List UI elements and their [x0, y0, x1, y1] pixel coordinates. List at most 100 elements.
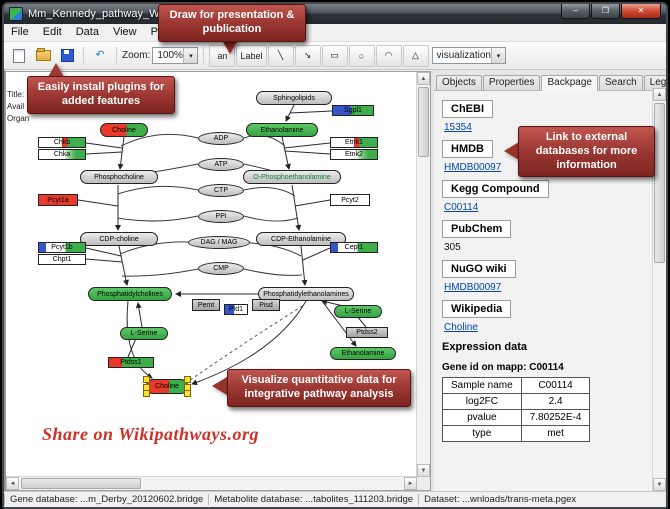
expression-table-cell: log2FC: [442, 393, 522, 410]
menu-view[interactable]: View: [112, 26, 137, 38]
toolbar-connector-tool[interactable]: ↘: [294, 44, 321, 67]
pathway-node-cept1[interactable]: Cept1: [330, 242, 378, 253]
tab-legend[interactable]: Legend: [643, 75, 666, 90]
maximize-button[interactable]: ❐: [591, 4, 620, 19]
backpage-value-wikipedia[interactable]: Choline: [444, 322, 478, 333]
tab-properties[interactable]: Properties: [482, 75, 541, 90]
pathway-node-ptdss1[interactable]: Ptdss1: [108, 357, 154, 368]
pathway-node-pemt[interactable]: Pemt: [192, 299, 220, 311]
pathway-node-pcyt1a[interactable]: Pcyt1a: [38, 194, 78, 206]
open-folder-icon: [35, 48, 51, 61]
pathway-node-ethanolamine[interactable]: Ethanolamine: [330, 347, 396, 360]
minimize-button[interactable]: –: [561, 4, 590, 19]
scroll-up-icon[interactable]: ▲: [653, 88, 666, 101]
pathway-node-adp[interactable]: ADP: [198, 132, 244, 145]
pathway-node-sgpl1[interactable]: Sgpl1: [332, 105, 374, 116]
scrollbar-thumb[interactable]: [654, 103, 665, 263]
new-file-icon: [13, 48, 25, 63]
scrollbar-thumb[interactable]: [418, 87, 429, 157]
menu-file[interactable]: File: [11, 26, 29, 38]
title-bar[interactable]: Mm_Kennedy_pathway_WP1771_45176.gpml – ❐…: [4, 4, 666, 24]
pathway-node-phosphatidylcholines[interactable]: Phosphatidylcholines: [88, 287, 172, 301]
scroll-up-icon[interactable]: ▲: [417, 72, 430, 85]
chevron-down-icon[interactable]: ▾: [183, 48, 198, 63]
zoom-combobox[interactable]: 100% ▾: [152, 47, 199, 64]
chevron-down-icon[interactable]: ▾: [491, 48, 505, 63]
tab-search[interactable]: Search: [598, 75, 643, 90]
pathway-title-label: Title:: [7, 90, 25, 99]
pathway-node-ctp[interactable]: CTP: [198, 184, 244, 197]
pathway-node-pld1[interactable]: Pld1: [224, 304, 248, 315]
selection-handle[interactable]: [143, 376, 150, 383]
callout-arrow-left: [212, 377, 227, 395]
pathway-node-l-serine[interactable]: L-Serine: [120, 327, 168, 340]
pathway-node-ptdss2[interactable]: Ptdss2: [346, 327, 388, 338]
scroll-right-icon[interactable]: ►: [404, 477, 417, 490]
callout-link: Link to external databases for more info…: [518, 126, 655, 178]
pathway-node-choline[interactable]: Choline: [143, 376, 191, 397]
pathway-node-etnk1[interactable]: Etnk1: [330, 137, 378, 148]
menu-data[interactable]: Data: [75, 26, 99, 38]
open-file-button[interactable]: [32, 45, 54, 67]
pathway-node-cdp-ethanolamine[interactable]: CDP-Ethanolamine: [256, 232, 346, 246]
panel-splitter[interactable]: [431, 70, 434, 491]
visualization-value: visualization: [436, 50, 491, 61]
scroll-down-icon[interactable]: ▼: [653, 478, 666, 491]
pathway-node-pcyt2[interactable]: Pcyt2: [330, 194, 370, 206]
pathway-node-cmp[interactable]: CMP: [198, 262, 244, 275]
pathway-node-phosphatidylethanolamines[interactable]: Phosphatidylethanolamines: [258, 287, 354, 301]
pathway-node-chka[interactable]: Chka: [38, 149, 86, 160]
scroll-down-icon[interactable]: ▼: [417, 464, 430, 477]
backpage-header-nugo-wiki: NuGO wiki: [442, 260, 516, 278]
scrollbar-thumb[interactable]: [21, 478, 141, 489]
canvas-horizontal-scrollbar[interactable]: ◄ ►: [6, 476, 417, 490]
app-icon: [9, 7, 23, 21]
backpage-value-nugo-wiki[interactable]: HMDB00097: [444, 282, 502, 293]
backpage-value-kegg-compound[interactable]: C00114: [444, 202, 479, 213]
pathway-node-atp[interactable]: ATP: [198, 158, 244, 171]
pathway-node-dag-mag[interactable]: DAG / MAG: [188, 236, 250, 249]
selection-handle[interactable]: [184, 390, 191, 397]
toolbar-triangle-tool[interactable]: △: [402, 44, 429, 67]
toolbar-line-tool[interactable]: ╲: [267, 44, 294, 67]
toolbar-rectangle-tool[interactable]: ▭: [321, 44, 348, 67]
backpage-header-wikipedia: Wikipedia: [442, 300, 512, 318]
pathway-node-o-phosphoethanolamine[interactable]: O-Phosphoethanolamine: [243, 170, 341, 184]
save-button[interactable]: [56, 45, 78, 67]
pathway-node-l-serine[interactable]: L-Serine: [334, 305, 382, 318]
backpage-value-chebi[interactable]: 15354: [444, 122, 472, 133]
new-file-button[interactable]: [8, 45, 30, 67]
pathway-node-phosphocholine[interactable]: Phosphocholine: [80, 170, 158, 184]
pathway-node-chpt1[interactable]: Chpt1: [38, 254, 86, 265]
sidebar-scrollbar[interactable]: ▲ ▼: [652, 88, 666, 491]
selection-handle[interactable]: [184, 376, 191, 383]
backpage-value-pubchem: 305: [444, 242, 461, 253]
pathway-node-pisd[interactable]: Pisd: [252, 299, 280, 311]
pathway-node-chkb[interactable]: Chkb: [38, 137, 86, 148]
undo-button[interactable]: ↶: [89, 45, 111, 67]
selection-handle[interactable]: [143, 390, 150, 397]
pathway-node-ethanolamine[interactable]: Ethanolamine: [246, 123, 318, 137]
menu-edit[interactable]: Edit: [42, 26, 62, 38]
visualization-combobox[interactable]: visualization ▾: [431, 47, 506, 64]
pathway-node-pcyt1b[interactable]: Pcyt1b: [38, 242, 86, 253]
toolbar-label-tool[interactable]: Label: [236, 44, 267, 67]
pathway-node-cdp-choline[interactable]: CDP-choline: [80, 232, 158, 246]
tab-objects[interactable]: Objects: [436, 75, 482, 90]
pathway-node-etnk2[interactable]: Etnk2: [330, 149, 378, 160]
scroll-left-icon[interactable]: ◄: [6, 477, 19, 490]
close-button[interactable]: ✕: [621, 4, 661, 19]
pathway-node-choline[interactable]: Choline: [100, 123, 148, 137]
toolbar-oval-tool[interactable]: ○: [348, 44, 375, 67]
toolbar-arc-tool[interactable]: ◠: [375, 44, 402, 67]
pathway-node-ppi[interactable]: PPi: [198, 210, 244, 223]
tab-backpage[interactable]: Backpage: [541, 75, 598, 91]
pathway-canvas[interactable]: Title: Avail Organ: [5, 71, 431, 491]
pathway-node-sphingolipids[interactable]: Sphingolipids: [256, 91, 332, 105]
expression-table-cell: 7.80252E-4: [520, 409, 591, 426]
backpage-value-hmdb[interactable]: HMDB00097: [444, 162, 502, 173]
canvas-vertical-scrollbar[interactable]: ▲ ▼: [416, 72, 430, 477]
